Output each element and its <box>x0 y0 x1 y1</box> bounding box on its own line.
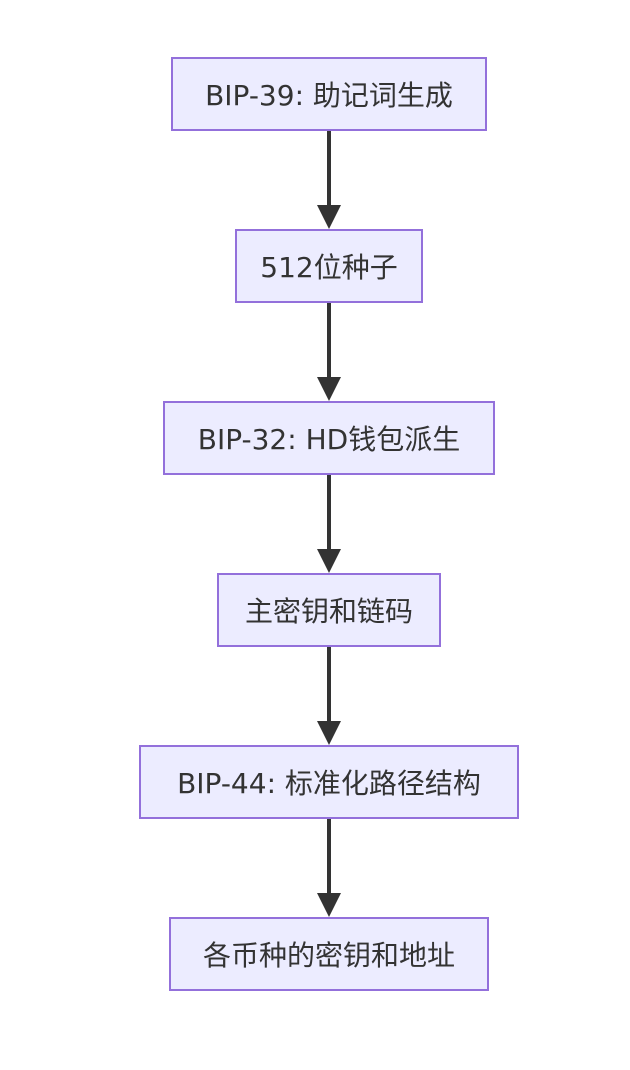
arrowhead-icon <box>317 893 341 917</box>
node-keys-and-addresses-per-coin: 各币种的密钥和地址 <box>169 917 489 991</box>
node-label: 主密钥和链码 <box>244 595 413 628</box>
node-label: 512位种子 <box>260 251 398 284</box>
arrowhead-icon <box>317 377 341 401</box>
node-master-key-and-chain-code: 主密钥和链码 <box>217 573 441 647</box>
arrowhead-icon <box>317 549 341 573</box>
node-label: BIP-32: HD钱包派生 <box>197 423 461 456</box>
node-label: 各币种的密钥和地址 <box>202 939 455 972</box>
node-512-bit-seed: 512位种子 <box>235 229 423 303</box>
node-bip39-mnemonic-generation: BIP-39: 助记词生成 <box>171 57 487 131</box>
node-label: BIP-39: 助记词生成 <box>205 79 453 112</box>
arrowhead-icon <box>317 205 341 229</box>
arrowhead-icon <box>317 721 341 745</box>
node-bip32-hd-wallet-derivation: BIP-32: HD钱包派生 <box>163 401 495 475</box>
node-label: BIP-44: 标准化路径结构 <box>177 767 481 800</box>
node-bip44-standard-path-structure: BIP-44: 标准化路径结构 <box>139 745 519 819</box>
